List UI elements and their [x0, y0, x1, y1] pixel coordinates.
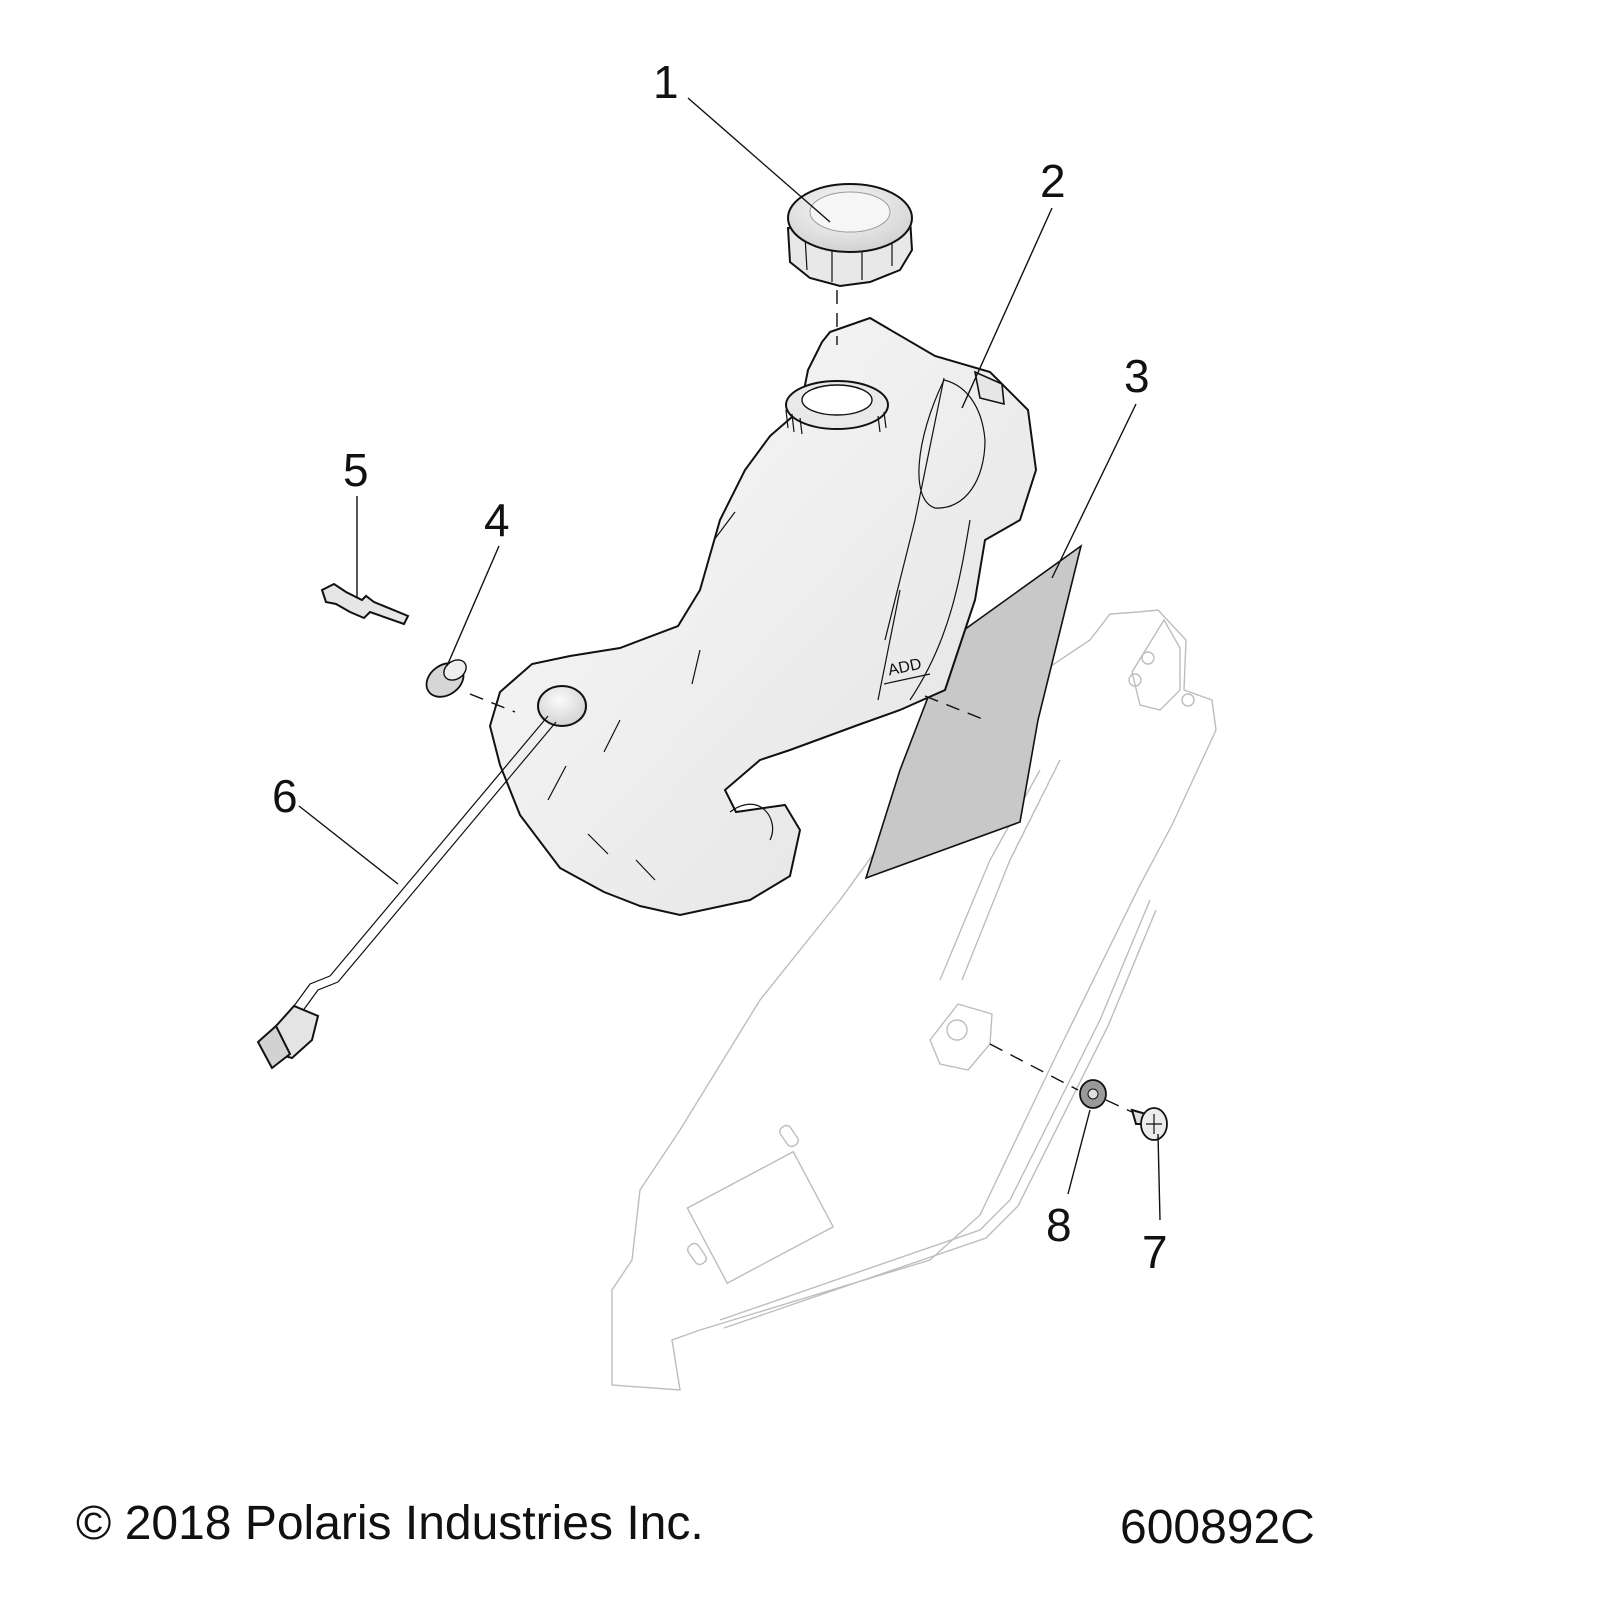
screw: [1130, 1107, 1168, 1141]
callout-6: 6: [272, 770, 298, 822]
leader-lines: [298, 97, 1161, 1221]
fuel-sender-harness: [256, 715, 557, 1070]
vent-fitting: [320, 582, 410, 626]
drawing-number: 600892C: [1120, 1501, 1315, 1554]
callout-7: 7: [1142, 1226, 1168, 1278]
callout-3: 3: [1124, 350, 1150, 402]
copyright-notice: © 2018 Polaris Industries Inc.: [76, 1497, 704, 1550]
callout-2: 2: [1040, 155, 1066, 207]
fuel-cap: [786, 183, 914, 288]
assembly-lines: [469, 290, 1133, 1113]
callout-4: 4: [484, 494, 510, 546]
washer: [1079, 1079, 1107, 1109]
callout-8: 8: [1046, 1199, 1072, 1251]
tank-add-marking: ADD: [887, 656, 924, 680]
callout-1: 1: [653, 56, 679, 108]
grommet: [425, 659, 467, 698]
fuel-tank: ADD: [488, 316, 1038, 917]
callout-5: 5: [343, 444, 369, 496]
callout-numbers: 1 2 3 4 5 6 7 8: [272, 56, 1168, 1278]
